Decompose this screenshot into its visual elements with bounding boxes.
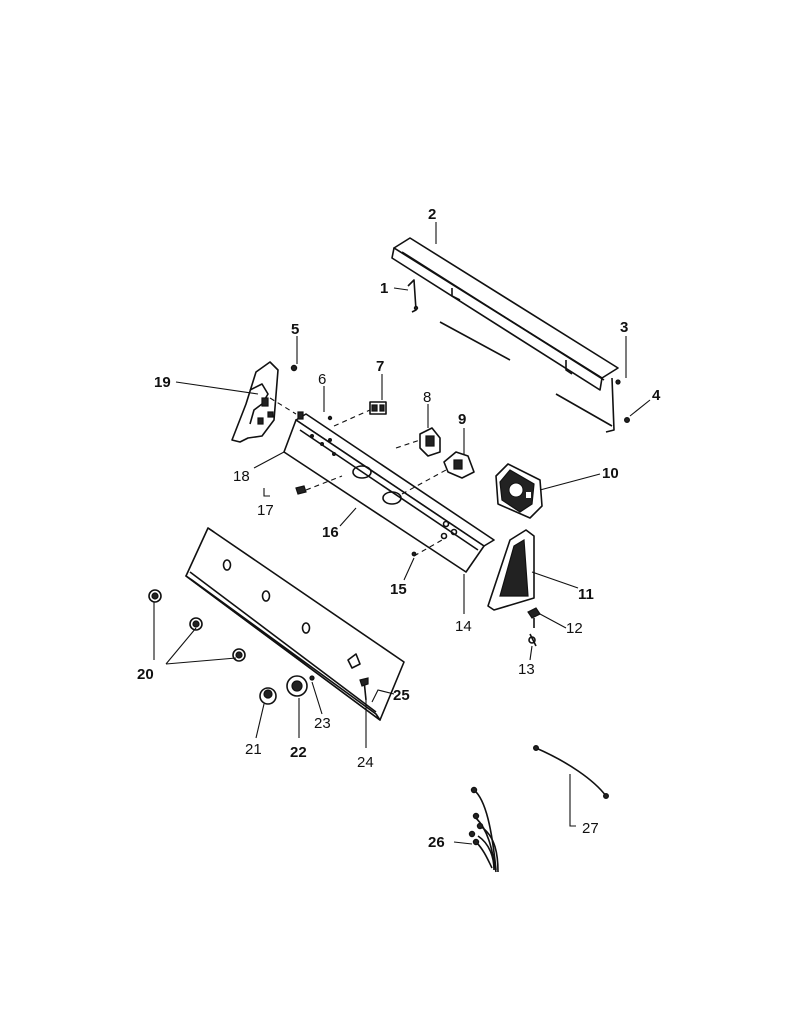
switch-part-7 <box>369 401 387 415</box>
callout-3: 3 <box>620 319 628 336</box>
control-panel-part <box>283 411 495 573</box>
grommet-parts <box>148 589 246 662</box>
spring-part-23 <box>309 675 315 681</box>
screw-part-5 <box>290 364 298 372</box>
callout-21: 21 <box>245 741 262 758</box>
callout-22: 22 <box>290 744 307 761</box>
callout-14: 14 <box>455 618 472 635</box>
callout-4: 4 <box>652 387 661 404</box>
knob-part-21 <box>259 687 277 705</box>
end-bracket-part <box>231 361 279 443</box>
callout-7: 7 <box>376 358 384 375</box>
selector-part-9 <box>443 451 475 479</box>
callout-1: 1 <box>380 280 388 297</box>
clip-part-6 <box>327 415 333 421</box>
callout-23: 23 <box>314 715 331 732</box>
clip-part-13 <box>528 633 537 647</box>
callout-2: 2 <box>428 206 436 223</box>
callout-26: 26 <box>428 834 445 851</box>
callout-24: 24 <box>357 754 374 771</box>
switch-part-8 <box>419 427 441 457</box>
wire-part-27 <box>532 744 609 799</box>
callout-19: 19 <box>154 374 171 391</box>
callout-10: 10 <box>602 465 619 482</box>
screw-part-12 <box>527 607 541 628</box>
top-trim-part <box>391 237 619 433</box>
callout-11: 11 <box>578 586 594 603</box>
front-console-part <box>185 527 405 721</box>
leader-lines <box>153 222 651 845</box>
callout-8: 8 <box>423 389 431 406</box>
end-cap-part <box>487 529 535 611</box>
bracket-part <box>407 279 419 313</box>
callout-labels: 2 1 3 4 5 19 6 7 8 9 10 11 12 13 14 15 1… <box>137 206 661 851</box>
callout-20: 20 <box>137 666 154 683</box>
callout-27: 27 <box>582 820 599 837</box>
callout-6: 6 <box>318 371 326 388</box>
callout-18: 18 <box>233 468 250 485</box>
screw-part-24 <box>359 677 369 701</box>
dial-part-22 <box>286 675 308 697</box>
callout-12: 12 <box>566 620 583 637</box>
callout-9: 9 <box>458 411 466 428</box>
screw-part-3 <box>615 379 621 385</box>
screw-part-17 <box>295 485 307 495</box>
callout-25: 25 <box>393 687 410 704</box>
screw-part-4 <box>623 417 630 424</box>
wire-harness-part <box>468 786 499 873</box>
callout-16: 16 <box>322 524 339 541</box>
callout-5: 5 <box>291 321 299 338</box>
assembly-dashed-lines <box>269 397 447 557</box>
callout-15: 15 <box>390 581 407 598</box>
callout-13: 13 <box>518 661 535 678</box>
callout-17: 17 <box>257 502 274 519</box>
timer-part <box>495 463 543 519</box>
